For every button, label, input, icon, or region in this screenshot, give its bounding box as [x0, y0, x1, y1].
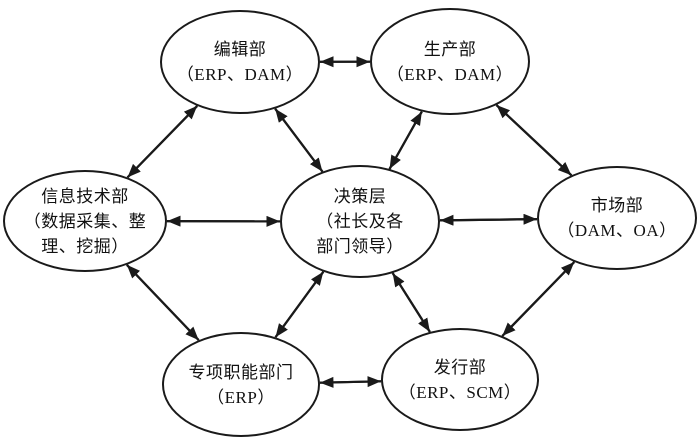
- connector-arrow: [388, 111, 423, 170]
- connector-arrow: [274, 108, 324, 173]
- node-it-dept-label: 信息技术部: [41, 186, 129, 206]
- node-information-technology-dept: 信息技术部 （数据采集、整 理、挖掘）: [3, 170, 167, 272]
- connector-arrow: [319, 376, 382, 388]
- node-editorial-dept-label: 编辑部: [213, 40, 267, 59]
- connector-arrow: [126, 264, 200, 341]
- node-production-dept: 生产部 （ERP、DAM）: [370, 8, 530, 115]
- connector-arrow: [274, 271, 325, 338]
- connector-arrow: [439, 214, 538, 226]
- node-production-dept-label: 生产部: [423, 39, 477, 59]
- connector-arrow: [319, 376, 382, 388]
- connector-arrow: [126, 105, 198, 179]
- node-marketing-dept-label: 市场部: [590, 196, 644, 215]
- connector-arrow: [495, 104, 573, 177]
- connector-arrow: [274, 108, 324, 173]
- node-special-functional-dept: 专项职能部门 （ERP）: [162, 332, 320, 437]
- node-distribution-dept-systems: （ERP、SCM）: [398, 382, 522, 402]
- node-decision-layer-members-line1: （社长及各: [316, 212, 404, 231]
- node-it-dept-systems-line2: 理、挖掘）: [41, 236, 129, 256]
- node-editorial-dept-systems: （ERP、DAM）: [176, 65, 304, 84]
- node-editorial-dept: 编辑部 （ERP、DAM）: [160, 10, 320, 114]
- node-it-dept-systems-line1: （数据采集、整: [23, 211, 147, 231]
- node-distribution-dept: 发行部 （ERP、SCM）: [381, 328, 539, 431]
- connector-arrow: [501, 261, 576, 337]
- connector-arrow: [391, 272, 431, 333]
- connector-arrow: [391, 272, 431, 333]
- connector-arrow: [495, 104, 573, 177]
- node-special-functional-dept-label: 专项职能部门: [188, 362, 294, 382]
- connector-arrow: [388, 111, 423, 170]
- connector-arrow: [274, 271, 325, 338]
- connector-arrow: [126, 264, 200, 341]
- connector-arrow: [439, 213, 538, 225]
- node-marketing-dept-systems: （DAM、OA）: [557, 221, 677, 240]
- node-distribution-dept-label: 发行部: [433, 357, 487, 377]
- node-marketing-dept: 市场部 （DAM、OA）: [537, 166, 697, 270]
- node-decision-layer: 决策层 （社长及各 部门领导）: [280, 165, 440, 278]
- connector-arrow: [501, 261, 576, 337]
- connector-arrow: [126, 105, 198, 179]
- node-special-functional-dept-systems: （ERP）: [207, 387, 275, 407]
- node-decision-layer-label: 决策层: [333, 187, 387, 206]
- node-decision-layer-members-line2: 部门领导）: [316, 237, 404, 256]
- node-production-dept-systems: （ERP、DAM）: [386, 64, 514, 84]
